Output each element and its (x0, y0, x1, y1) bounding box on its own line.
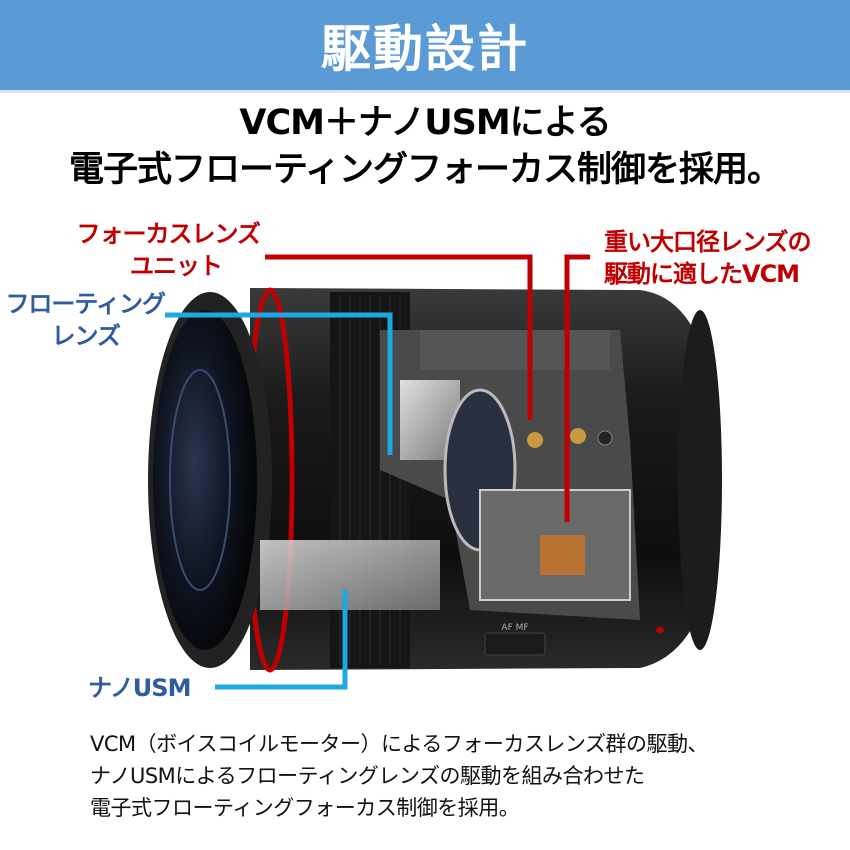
header-banner: 駆動設計 (0, 0, 850, 93)
callout-text: フォーカスレンズ (76, 220, 261, 248)
callout-floating-lens: フローティング レンズ (5, 288, 166, 352)
description-line-1: VCM（ボイスコイルモーター）によるフォーカスレンズ群の駆動、 (90, 732, 708, 756)
focus-unit-leader-line (265, 254, 533, 420)
callout-text: 駆動に適したVCM (604, 260, 800, 288)
floating-leader-line (165, 312, 393, 455)
nano-usm-leader-line (215, 590, 348, 690)
callout-text: ユニット (130, 252, 223, 280)
af-mf-label: AF MF (501, 623, 528, 633)
front-element (148, 292, 272, 668)
description-line-2: ナノUSMによるフローティングレンズの駆動を組み合わせた (90, 764, 645, 788)
description-line-3: 電子式フローティングフォーカス制御を採用。 (90, 796, 520, 820)
callout-text: 重い大口径レンズの (604, 228, 812, 256)
headline: VCM＋ナノUSMによる 電子式フローティングフォーカス制御を採用。 (0, 100, 850, 194)
headline-line-1: VCM＋ナノUSMによる (239, 103, 611, 143)
callout-text: フローティング (5, 290, 166, 318)
cutaway-mechanism (260, 330, 640, 620)
callout-text: ナノUSM (88, 674, 191, 702)
callout-nano-usm: ナノUSM (88, 672, 191, 704)
callout-vcm: 重い大口径レンズの 駆動に適したVCM (604, 226, 812, 290)
callout-focus-unit: フォーカスレンズ ユニット (76, 218, 261, 282)
af-mf-switch: AF MF (484, 623, 546, 656)
headline-line-2: 電子式フローティングフォーカス制御を採用。 (69, 150, 782, 190)
page-title: 駆動設計 (321, 20, 529, 78)
vcm-leader-line (564, 254, 590, 522)
callout-text: レンズ (51, 322, 121, 350)
description: VCM（ボイスコイルモーター）によるフォーカスレンズ群の駆動、 ナノUSMによる… (90, 728, 708, 824)
red-dot (656, 627, 664, 633)
